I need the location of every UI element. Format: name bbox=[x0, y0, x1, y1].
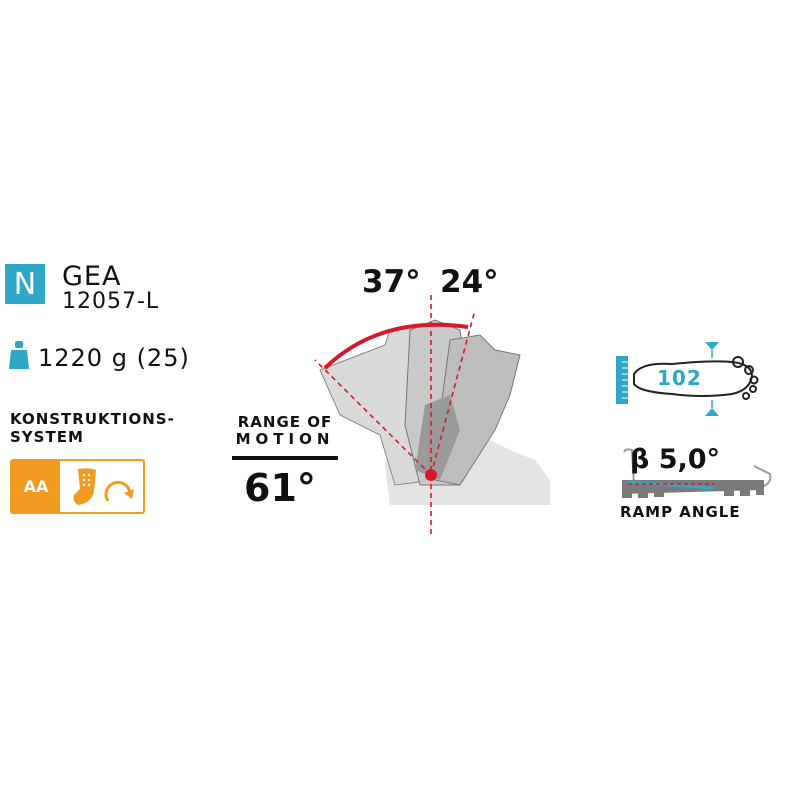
construction-title-line1: KONSTRUKTIONS- bbox=[10, 410, 175, 428]
rom-title-line2: MOTION bbox=[235, 430, 335, 448]
foot-outline-icon bbox=[616, 342, 759, 416]
boot-flex-diagram bbox=[314, 295, 550, 537]
model-name: GEA bbox=[62, 261, 122, 292]
foot-width-value: 102 bbox=[657, 366, 702, 390]
weight-icon bbox=[9, 341, 29, 369]
forward-angle: 37° bbox=[362, 264, 421, 300]
construction-box: AA bbox=[10, 459, 145, 514]
backward-angle: 24° bbox=[440, 264, 499, 300]
construction-badge: AA bbox=[12, 461, 60, 512]
rom-title-line1: RANGE OF bbox=[237, 413, 333, 431]
model-code: 12057-L bbox=[62, 289, 160, 314]
rom-arc bbox=[323, 322, 469, 370]
boot-sole-icon bbox=[622, 448, 772, 498]
brand-badge: N bbox=[5, 264, 45, 304]
rom-divider bbox=[232, 456, 338, 460]
ramp-angle-value: β 5,0° bbox=[630, 444, 721, 475]
construction-title: KONSTRUKTIONS- SYSTEM bbox=[10, 410, 175, 446]
cuff-rotate-icon bbox=[73, 468, 134, 505]
ramp-angle-label: RAMP ANGLE bbox=[620, 503, 741, 521]
construction-title-line2: SYSTEM bbox=[10, 428, 84, 446]
rom-title: RANGE OF MOTION bbox=[230, 414, 340, 448]
rom-value: 61° bbox=[244, 466, 316, 510]
pivot-point bbox=[425, 469, 437, 481]
weight-value: 1220 g (25) bbox=[38, 344, 190, 372]
